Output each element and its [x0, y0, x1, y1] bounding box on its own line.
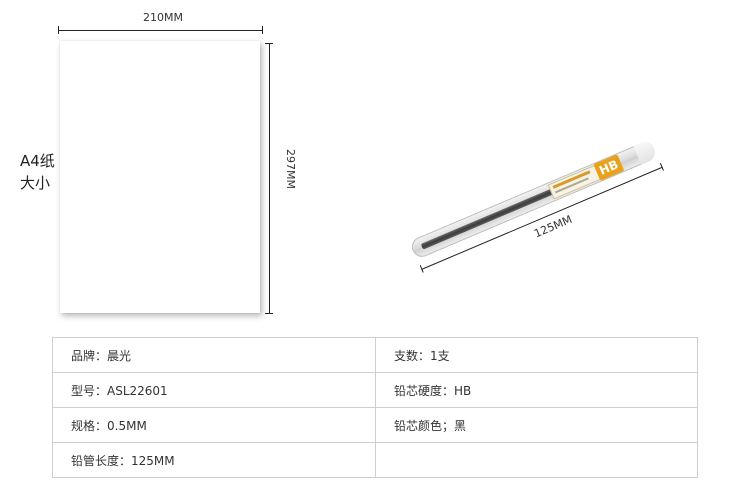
a4-paper-image — [60, 41, 260, 313]
a4-caption-line2: 大小 — [20, 174, 51, 192]
paper-width-cap-left — [58, 26, 59, 34]
paper-height-cap-top — [265, 43, 273, 44]
a4-size-caption: A4纸 大小 — [20, 150, 55, 194]
spec-count: 支数：1支 — [375, 337, 698, 373]
spec-hardness: 铅芯硬度：HB — [375, 372, 698, 408]
spec-color: 铅芯颜色；黑 — [375, 407, 698, 443]
paper-width-label: 210MM — [143, 11, 183, 24]
paper-height-dimension-line — [269, 43, 270, 314]
spec-empty — [375, 442, 698, 478]
tube-length-label: 125MM — [532, 212, 575, 241]
tube-length-dimension: 125MM — [414, 152, 666, 273]
spec-table: 品牌：晨光 支数：1支 型号：ASL22601 铅芯硬度：HB 规格：0.5MM… — [52, 337, 698, 478]
table-row: 型号：ASL22601 铅芯硬度：HB — [52, 372, 698, 408]
table-row: 规格：0.5MM 铅芯颜色；黑 — [52, 407, 698, 443]
paper-height-cap-bottom — [265, 313, 273, 314]
spec-model: 型号：ASL22601 — [52, 372, 376, 408]
table-row: 铅管长度：125MM — [52, 442, 698, 478]
tube-length-cap-right — [659, 162, 664, 171]
table-row: 品牌：晨光 支数：1支 — [52, 337, 698, 373]
paper-width-cap-right — [262, 26, 263, 34]
paper-width-dimension-line — [58, 30, 263, 31]
a4-caption-line1: A4纸 — [20, 152, 55, 170]
spec-brand: 品牌：晨光 — [52, 337, 376, 373]
tube-length-line — [421, 166, 663, 270]
paper-height-label: 297MM — [284, 149, 297, 189]
spec-size: 规格：0.5MM — [52, 407, 376, 443]
spec-tube-length: 铅管长度：125MM — [52, 442, 376, 478]
